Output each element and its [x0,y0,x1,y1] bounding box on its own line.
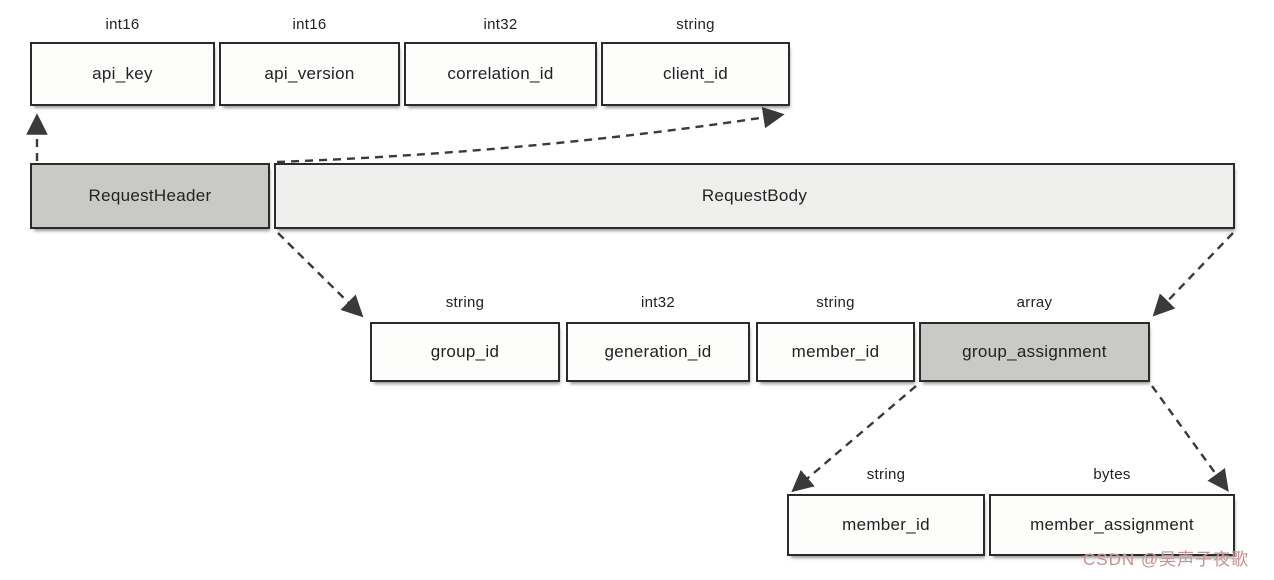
field-name: generation_id [604,342,712,361]
field-box-client-id: client_id [601,42,790,106]
watermark-text: CSDN @吴声子夜歌 [1083,550,1250,569]
type-label-member-assignment: bytes [1093,466,1131,483]
type-label-api-version: int16 [292,16,327,33]
section-box-request-body: RequestBody [274,163,1235,229]
field-box-member-assignment: member_assignment [989,494,1235,556]
section-box-request-header: RequestHeader [30,163,270,229]
type-label-client-id: string [676,16,715,33]
field-box-group-assignment: group_assignment [919,322,1150,382]
arrow-requestbody-to-group-assignment [1152,232,1234,317]
field-box-generation-id: generation_id [566,322,750,382]
arrow-requestbody-to-group-id [277,232,364,318]
type-label-api-key: int16 [105,16,140,33]
arrow-header-fields-end [276,106,785,164]
type-label-group-id: string [445,294,485,311]
section-name: RequestHeader [88,186,212,205]
field-name: member_assignment [1030,515,1194,534]
field-box-api-version: api_version [219,42,400,106]
type-label-correlation-id: int32 [483,16,518,33]
field-name: client_id [662,64,729,83]
type-label-member-id: string [816,294,855,311]
field-box-correlation-id: correlation_id [404,42,597,106]
field-name: api_version [264,64,355,83]
field-box-group-id: group_id [370,322,560,382]
type-label-generation-id: int32 [640,294,676,311]
field-name: member_id [842,515,930,534]
field-box-member-id: member_id [756,322,915,382]
field-name: correlation_id [447,64,554,83]
field-name: api_key [92,64,153,83]
section-name: RequestBody [701,186,808,205]
type-label-group-assignment: array [1016,294,1053,311]
type-label-member-id-2: string [866,466,906,483]
field-name: member_id [791,342,880,361]
field-box-api-key: api_key [30,42,215,106]
field-name: group_id [430,342,500,361]
field-name: group_assignment [962,342,1107,361]
field-box-member-id-2: member_id [787,494,985,556]
